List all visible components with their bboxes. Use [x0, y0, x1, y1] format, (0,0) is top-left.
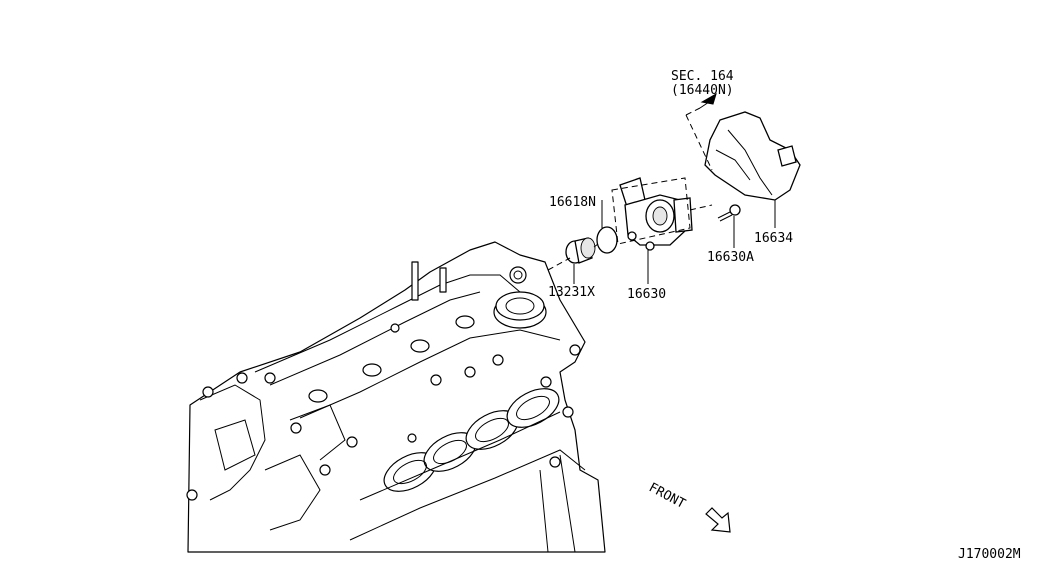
assembly-dashed-outline: [611, 177, 691, 245]
engine-assembly: [186, 241, 606, 553]
part-13231x-seal: [565, 237, 596, 264]
front-arrow-icon: [705, 507, 731, 533]
leader-lines: [547, 107, 776, 284]
part-16618n-o-ring: [596, 226, 618, 254]
front-label: FRONT: [646, 480, 688, 512]
part-16630-solenoid: [619, 177, 693, 251]
section-reference-arrow-icon: [699, 92, 717, 109]
oil-filler-cap: [493, 291, 547, 329]
label-16634: 16634: [754, 231, 793, 246]
label-16630a: 16630A: [707, 250, 754, 265]
sec-ref-label-line2: (16440N): [671, 83, 734, 98]
part-16630a-bolt: [717, 204, 741, 222]
sec-ref-label-line1: SEC. 164: [671, 69, 734, 84]
label-16630: 16630: [627, 287, 666, 302]
bolts: [186, 323, 581, 501]
coil-holes: [308, 315, 475, 403]
part-16634-cover: [704, 111, 801, 201]
figure-code: J170002M: [958, 547, 1021, 562]
label-13231x: 13231X: [548, 285, 595, 300]
label-16618n: 16618N: [549, 195, 596, 210]
intake-ports: [383, 388, 560, 492]
